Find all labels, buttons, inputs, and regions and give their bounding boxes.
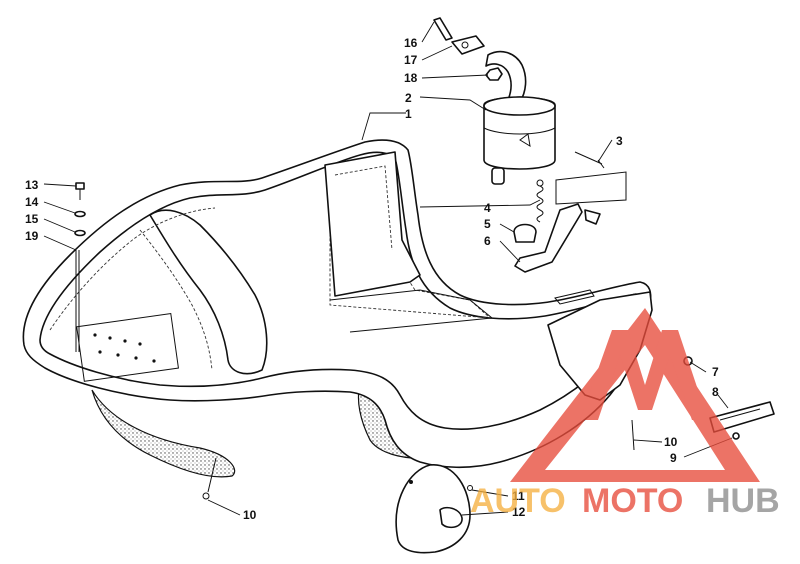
callout-7: 7 <box>712 365 719 379</box>
muffler-clip <box>519 133 531 147</box>
drain-cover <box>395 464 473 554</box>
screw-11 <box>467 485 473 491</box>
pin-10-right <box>631 419 635 451</box>
washer-small <box>74 210 86 218</box>
side-wall-dash <box>334 165 393 251</box>
callout-3: 3 <box>616 134 623 148</box>
spring-coils <box>536 185 544 223</box>
muffler-assembly <box>433 17 556 185</box>
stud <box>433 17 453 41</box>
callout-6: 6 <box>484 234 491 248</box>
watermark-logo-triangle <box>510 308 760 482</box>
callout-9: 9 <box>670 451 677 465</box>
bolt-head <box>75 182 85 190</box>
muffler-seam <box>483 127 556 135</box>
belly-pan-underside <box>91 389 236 478</box>
callout-18: 18 <box>404 71 418 85</box>
callout-13: 13 <box>25 178 39 192</box>
pin-10-left <box>207 457 217 493</box>
callout-1: 1 <box>405 107 412 121</box>
rear-extension-slot <box>554 289 595 305</box>
callout-5: 5 <box>484 217 491 231</box>
callout-14: 14 <box>25 195 39 209</box>
grommet <box>513 223 537 243</box>
rim-dash <box>49 207 216 331</box>
callout-16: 16 <box>404 36 418 50</box>
drain-nozzle <box>439 506 463 529</box>
reflector-inner <box>719 408 761 421</box>
muffler-top <box>483 96 556 116</box>
callout-2: 2 <box>405 91 412 105</box>
bracket-tab <box>584 209 601 225</box>
callout-8: 8 <box>712 385 719 399</box>
floor-edge <box>329 289 494 333</box>
watermark-logo-m <box>580 330 708 420</box>
washer-large <box>74 229 86 237</box>
callout-11: 11 <box>512 489 525 503</box>
belly-pan <box>22 139 653 478</box>
belly-pan-side-wall <box>324 151 421 297</box>
callout-10-left: 10 <box>243 508 257 522</box>
spring <box>536 179 544 223</box>
drain-cover-plate <box>395 464 471 554</box>
watermark-auto: AUTO <box>470 482 566 520</box>
bracket <box>514 203 583 273</box>
callout-12: 12 <box>512 505 526 519</box>
pin-10-left-head <box>202 492 210 500</box>
left-hardware <box>74 182 86 352</box>
tunnel-dash <box>139 229 213 371</box>
callout-15: 15 <box>25 212 39 226</box>
callout-4: 4 <box>484 201 491 215</box>
nut <box>485 67 503 81</box>
belly-pan-tunnel <box>149 209 268 375</box>
watermark-moto: MOTO <box>582 482 683 520</box>
spring-hook-top <box>536 179 544 187</box>
watermark: AUTO MOTO HUB <box>470 308 780 520</box>
floor-holes <box>76 313 179 382</box>
callouts: 1 2 3 4 5 6 7 8 9 10 10 11 12 13 14 15 1… <box>25 36 719 522</box>
callout-17: 17 <box>404 53 418 67</box>
pin-panel <box>555 171 627 205</box>
watermark-hub: HUB <box>706 482 780 520</box>
muffler-outlet <box>491 167 505 185</box>
pin <box>574 151 605 169</box>
screw-9 <box>732 432 740 440</box>
callout-10-right: 10 <box>664 435 678 449</box>
callout-19: 19 <box>25 229 39 243</box>
